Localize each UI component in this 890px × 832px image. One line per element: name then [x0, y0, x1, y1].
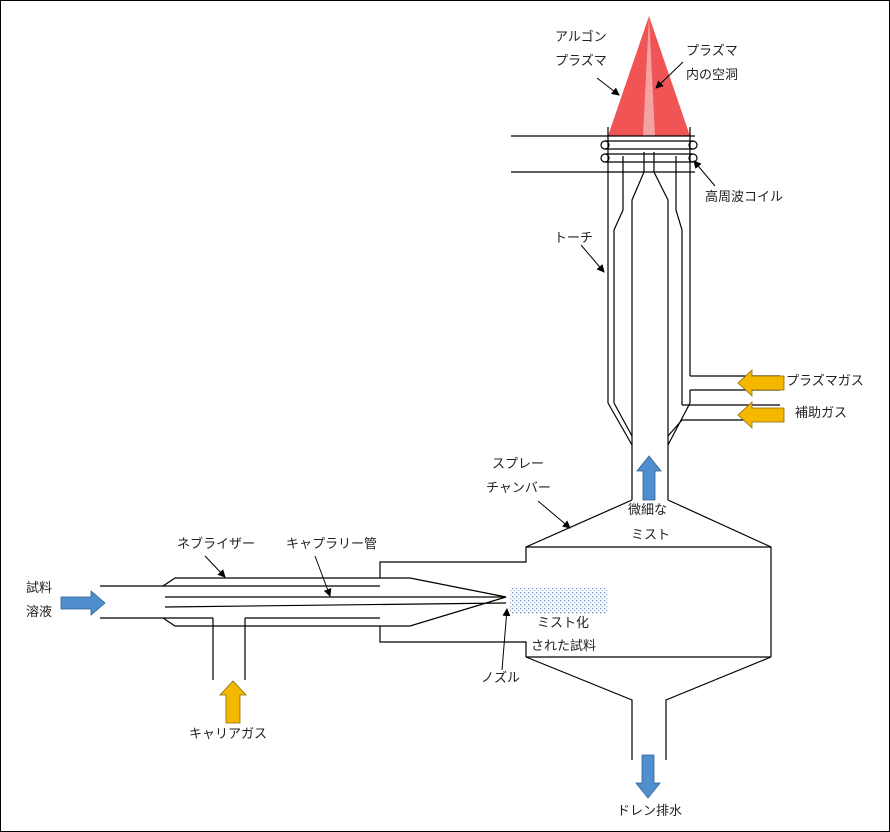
plasma-cavity-label-2: 内の空洞: [686, 68, 739, 83]
spray-chamber: [379, 499, 772, 760]
spray-chamber-label-2: チャンバー: [486, 481, 551, 496]
torch-label: トーチ: [554, 231, 594, 246]
fine-mist-label-2: ミスト: [631, 528, 671, 543]
misted-sample-label-1: ミスト化: [537, 616, 590, 631]
argon-plasma-label-1: アルゴン: [555, 30, 607, 45]
nebulizer: [100, 577, 507, 680]
aux-gas-arrow: [737, 401, 785, 429]
nebulizer-label: ネブライザー: [177, 537, 256, 552]
sample-solution-label-1: 試料: [26, 581, 53, 596]
rf-coil-label: 高周波コイル: [705, 190, 784, 205]
plasma-gas-arrow: [737, 369, 785, 397]
capillary-label: キャプラリー管: [286, 537, 378, 552]
spray-chamber-label-1: スプレー: [492, 457, 545, 472]
plasma-gas-label: プラズマガス: [786, 374, 864, 389]
torch: [607, 127, 780, 500]
nozzle-label: ノズル: [481, 671, 521, 686]
leader-lines: [204, 61, 716, 671]
argon-plasma-label-2: プラズマ: [555, 54, 607, 69]
mist-cloud: [510, 587, 608, 614]
drain-label: ドレン排水: [617, 804, 683, 819]
sample-solution-arrow: [60, 590, 106, 616]
fine-mist-label-1: 微細な: [628, 503, 668, 518]
rf-coil: [511, 135, 698, 173]
fine-mist-arrow: [636, 455, 662, 501]
aux-gas-label: 補助ガス: [795, 406, 848, 421]
carrier-gas-arrow: [219, 680, 247, 724]
plasma-cavity: [643, 16, 655, 136]
sample-solution-label-2: 溶液: [26, 605, 53, 620]
plasma-cavity-label-1: プラズマ: [686, 44, 738, 59]
misted-sample-label-2: された試料: [531, 639, 597, 654]
carrier-gas-label: キャリアガス: [189, 727, 268, 742]
drain-arrow: [635, 754, 661, 799]
